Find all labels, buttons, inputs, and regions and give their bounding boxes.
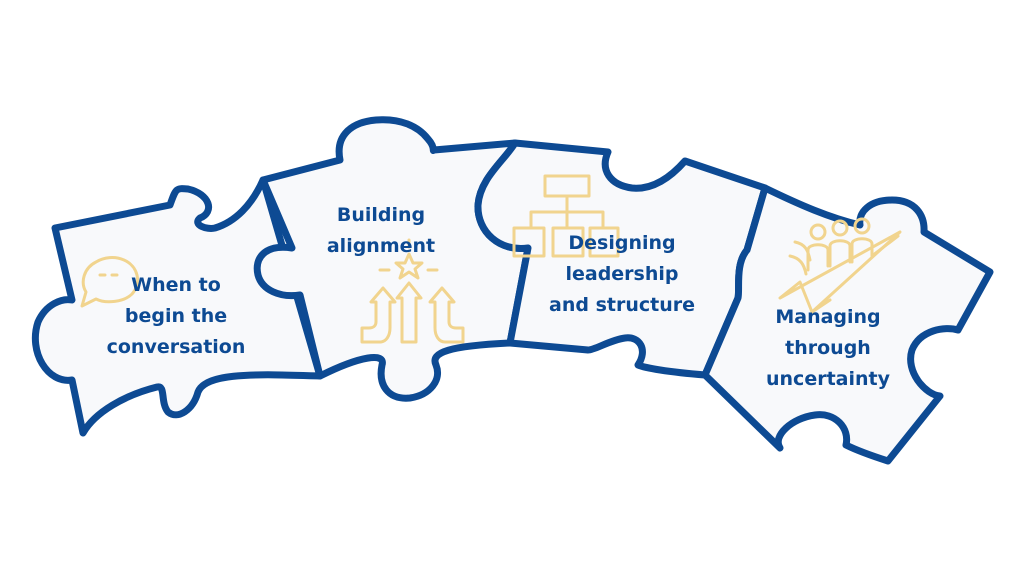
piece-4-line-3: uncertainty [766,368,890,390]
piece-1-label: When to begin the conversation [107,270,246,363]
piece-4-label: Managing through uncertainty [766,302,890,395]
piece-2-line-1: Building [336,204,426,226]
piece-1-line-2: begin the [124,305,228,327]
star-with-arrows-icon [360,238,465,344]
piece-4-line-1: Managing [775,306,881,328]
piece-3-line-2: leadership [565,263,679,285]
org-chart-icon [512,174,620,258]
piece-3-line-3: and structure [549,294,695,316]
speech-bubble-icon [80,256,140,308]
puzzle-piece-3 [474,139,769,379]
piece-2-label: Building alignment [327,200,435,262]
piece-4-line-2: through [785,337,871,359]
piece-3-line-1: Designing [568,232,676,254]
piece-1-line-3: conversation [106,336,246,358]
puzzle-piece-4 [701,184,994,465]
team-on-paper-plane-icon [778,217,902,314]
piece-3-label: Designing leadership and structure [549,228,695,321]
piece-1-line-1: When to [131,274,221,296]
puzzle-piece-1 [31,176,324,437]
piece-2-line-2: alignment [326,235,436,257]
